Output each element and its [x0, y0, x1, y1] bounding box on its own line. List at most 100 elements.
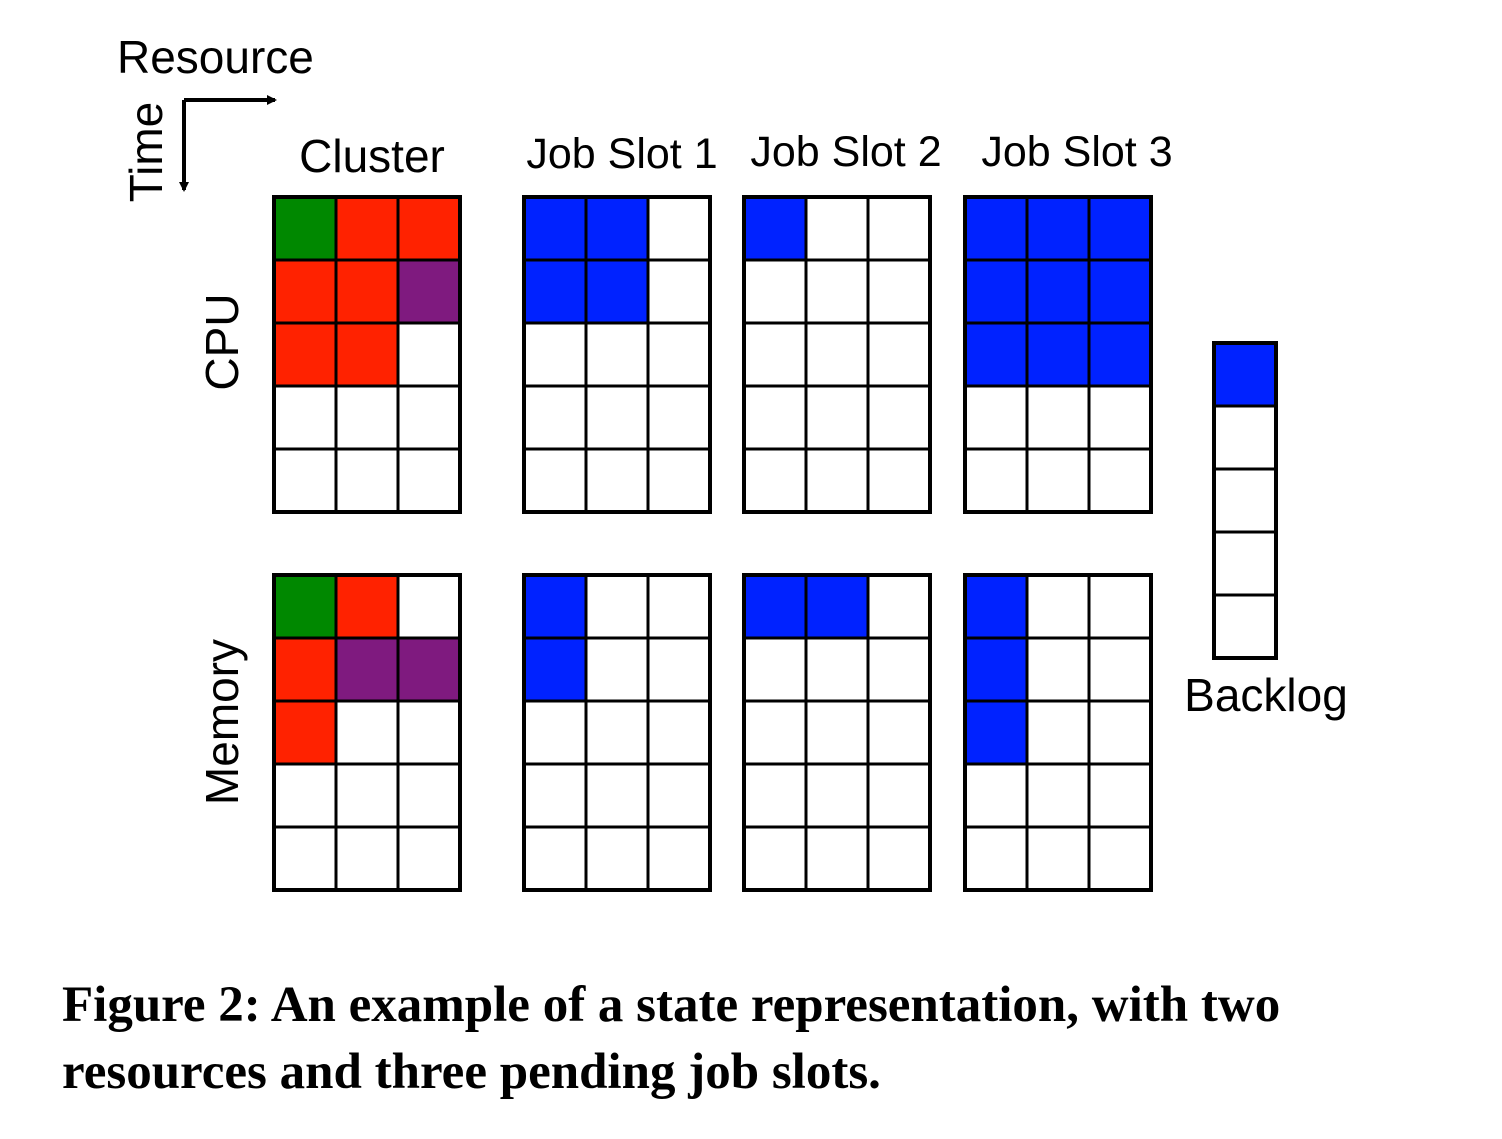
cpu-grid-cell — [522, 447, 588, 514]
cpu-grid-cell — [804, 384, 870, 451]
memory-grid-cell — [1025, 573, 1091, 640]
cpu-grid-cell — [1087, 258, 1153, 325]
memory-grid-border — [963, 573, 1153, 892]
cpu-grid-cell — [646, 258, 712, 325]
memory-grid-border — [522, 573, 712, 892]
cpu-grid-cell — [742, 384, 808, 451]
cpu-grid-cell — [742, 195, 808, 262]
cpu-grid-cell — [963, 447, 1029, 514]
cpu-grid-cell — [646, 195, 712, 262]
memory-grid-border — [272, 573, 462, 892]
memory-grid-cell — [584, 699, 650, 766]
cpu-grid-cell — [646, 447, 712, 514]
column-label-job-slot-1: Job Slot 1 — [526, 130, 717, 178]
cpu-grid-cell — [272, 195, 338, 262]
cpu-grid-cell — [522, 258, 588, 325]
backlog-grid — [1212, 341, 1278, 660]
memory-grid-cell — [963, 636, 1029, 703]
column-label-job-slot-2: Job Slot 2 — [750, 128, 941, 176]
cpu-grid-cell — [1087, 195, 1153, 262]
memory-grid-job-slot-1 — [522, 573, 712, 892]
memory-grid-cell — [1087, 825, 1153, 892]
cpu-grid-cell — [272, 384, 338, 451]
cpu-grid-cell — [396, 258, 462, 325]
memory-grid-cell — [742, 699, 808, 766]
memory-grid-cell — [804, 573, 870, 640]
state-representation-diagram: Resource Time Cluster Job Slot 1 Job Slo… — [117, 31, 1348, 892]
cpu-grid-cell — [396, 384, 462, 451]
memory-grid-cell — [396, 573, 462, 640]
memory-grid-cell — [334, 573, 400, 640]
backlog-cell — [1212, 530, 1278, 597]
memory-grid-cell — [1025, 762, 1091, 829]
cpu-grid-cell — [334, 447, 400, 514]
memory-grid-cell — [1087, 699, 1153, 766]
cpu-grid-job-slot-3 — [963, 195, 1153, 514]
memory-grid-cell — [334, 825, 400, 892]
cpu-grid-cluster — [272, 195, 462, 514]
memory-grid-cell — [646, 762, 712, 829]
cpu-grid-cell — [742, 258, 808, 325]
memory-grid-cell — [646, 825, 712, 892]
cpu-grid-cell — [804, 195, 870, 262]
memory-grid-cell — [396, 699, 462, 766]
cpu-grid-border — [522, 195, 712, 514]
cpu-grid-cell — [866, 447, 932, 514]
memory-grid-cell — [272, 699, 338, 766]
memory-grid-border — [742, 573, 932, 892]
resource-axis-label: Resource — [117, 31, 314, 83]
cpu-grid-cell — [1087, 321, 1153, 388]
cpu-grid-cell — [1025, 447, 1091, 514]
cpu-grid-cell — [522, 321, 588, 388]
cpu-grid-cell — [646, 321, 712, 388]
memory-grid-cell — [584, 636, 650, 703]
cpu-grid-cell — [963, 321, 1029, 388]
cpu-grid-job-slot-1 — [522, 195, 712, 514]
memory-grid-cell — [963, 573, 1029, 640]
backlog-cell — [1212, 467, 1278, 534]
cpu-grid-job-slot-2 — [742, 195, 932, 514]
memory-grid-cell — [1025, 636, 1091, 703]
memory-grid-cluster — [272, 573, 462, 892]
backlog-border — [1212, 341, 1278, 660]
cpu-grid-cell — [1025, 321, 1091, 388]
cpu-grid-cell — [646, 384, 712, 451]
cpu-grid-cell — [396, 447, 462, 514]
row-label-memory: Memory — [196, 639, 248, 805]
backlog-cell — [1212, 593, 1278, 660]
backlog-cell — [1212, 404, 1278, 471]
cpu-grid-cell — [963, 258, 1029, 325]
cpu-grid-cell — [963, 384, 1029, 451]
cpu-grid-cell — [742, 447, 808, 514]
memory-grid-cell — [334, 699, 400, 766]
cpu-grid-cell — [334, 258, 400, 325]
memory-grid-cell — [272, 573, 338, 640]
cpu-grid-cell — [334, 321, 400, 388]
cpu-grid-cell — [396, 195, 462, 262]
cpu-grid-cell — [804, 258, 870, 325]
cpu-grid-cell — [866, 384, 932, 451]
cpu-grid-cell — [272, 447, 338, 514]
memory-grid-cell — [584, 762, 650, 829]
memory-grid-cell — [522, 825, 588, 892]
backlog-cell — [1212, 341, 1278, 408]
cpu-grid-cell — [272, 321, 338, 388]
cpu-grid-cell — [1025, 258, 1091, 325]
memory-grid-cell — [522, 573, 588, 640]
memory-grid-cell — [272, 825, 338, 892]
column-label-cluster: Cluster — [299, 130, 445, 182]
memory-grid-cell — [396, 825, 462, 892]
backlog-label: Backlog — [1184, 669, 1348, 721]
cpu-grid-cell — [584, 195, 650, 262]
cpu-grid-cell — [963, 195, 1029, 262]
memory-grid-cell — [804, 636, 870, 703]
cpu-grid-cell — [866, 258, 932, 325]
memory-grid-cell — [1025, 825, 1091, 892]
memory-grid-cell — [396, 762, 462, 829]
cpu-grid-cell — [584, 321, 650, 388]
memory-grid-cell — [963, 825, 1029, 892]
cpu-grid-cell — [1025, 384, 1091, 451]
cpu-grid-border — [963, 195, 1153, 514]
cpu-grid-cell — [272, 258, 338, 325]
memory-grid-cell — [1087, 636, 1153, 703]
